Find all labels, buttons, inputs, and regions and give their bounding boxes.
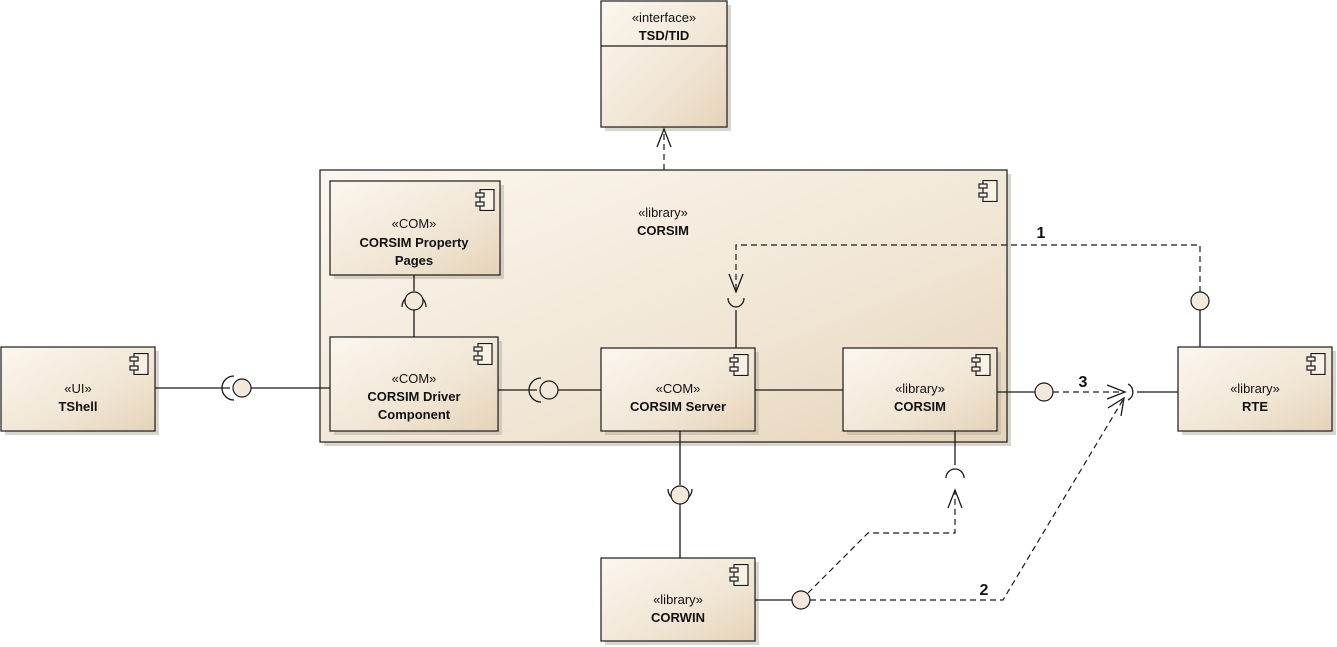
component-name: CORWIN (651, 610, 705, 625)
container-name: CORSIM (637, 223, 689, 238)
container-stereotype: «library» (638, 205, 688, 220)
component-stereotype: «COM» (392, 371, 437, 386)
component-rte[interactable]: «library» RTE (1177, 346, 1336, 435)
interface-name: TSD/TID (639, 28, 690, 43)
dependency-1 (728, 244, 1201, 294)
dependency-corwin-library (807, 488, 963, 594)
component-name: CORSIM (894, 399, 946, 414)
component-name: TShell (58, 399, 97, 414)
component-stereotype: «library» (1230, 381, 1280, 396)
connector-library-socket (945, 431, 965, 479)
component-stereotype: «UI» (64, 381, 91, 396)
connector-label-2: 2 (980, 582, 989, 599)
component-corsim-property-pages[interactable]: «COM» CORSIM Property Pages (329, 180, 504, 279)
connector-driver-server (498, 377, 601, 403)
connector-tshell-driver (155, 375, 330, 401)
component-corwin[interactable]: «library» CORWIN (600, 557, 759, 645)
component-stereotype: «COM» (656, 381, 701, 396)
component-tshell[interactable]: «UI» TShell (0, 346, 159, 435)
component-corsim-library[interactable]: «library» CORSIM (842, 347, 1001, 435)
component-name: CORSIM Server (630, 399, 726, 414)
connector-server-corwin (667, 431, 693, 558)
dependency-3 (1053, 384, 1127, 400)
dependency-2 (810, 396, 1125, 601)
component-stereotype: «library» (653, 592, 703, 607)
component-name: CORSIM Property (359, 235, 469, 250)
connector-label-1: 1 (1037, 225, 1046, 242)
arrowhead-icon (656, 127, 672, 148)
component-corsim-driver[interactable]: «COM» CORSIM Driver Component (329, 336, 502, 435)
interface-tsd-tid[interactable]: «interface» TSD/TID (600, 0, 731, 131)
component-name: Pages (395, 253, 433, 268)
connector-rte-ball (1190, 291, 1210, 347)
interface-stereotype: «interface» (632, 10, 696, 25)
connector-corwin-ball (755, 590, 811, 610)
connector-rte-socket (1127, 383, 1178, 401)
component-stereotype: «library» (895, 381, 945, 396)
component-corsim-server[interactable]: «COM» CORSIM Server (600, 347, 759, 435)
component-name: Component (378, 407, 451, 422)
component-stereotype: «COM» (392, 216, 437, 231)
component-name: RTE (1242, 399, 1268, 414)
component-name: CORSIM Driver (367, 389, 460, 404)
connector-label-3: 3 (1079, 374, 1088, 391)
connector-server-socket (727, 297, 745, 348)
connector-pages-driver (401, 275, 427, 337)
